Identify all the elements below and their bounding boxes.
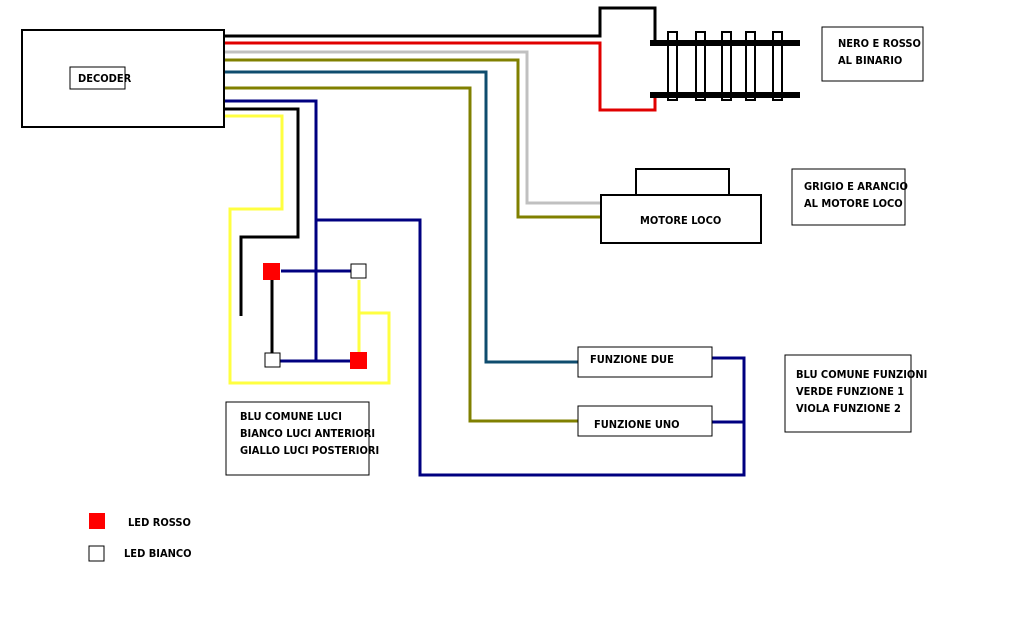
orange-wire-motor [222, 58, 600, 219]
lights-note-line1: BLU COMUNE LUCI [240, 410, 342, 423]
navy-wire-common [222, 99, 318, 361]
lights-note-line3: GIALLO LUCI POSTERIORI [240, 444, 379, 457]
legend-red-led-swatch [89, 513, 105, 529]
yellow-wire-rear-lights [222, 114, 391, 385]
funzione-due-box [577, 346, 713, 378]
legend-red-led-label: LED ROSSO [128, 516, 191, 529]
track-note-box [821, 26, 924, 82]
motor-label: MOTORE LOCO [640, 214, 721, 227]
motor-note-line1: GRIGIO E ARANCIO [804, 180, 908, 193]
track-note-line2: AL BINARIO [838, 54, 902, 67]
led-white-rear [264, 352, 281, 368]
led-red-rear [350, 352, 367, 369]
led-white-front [350, 263, 367, 279]
motor-top-block [635, 168, 730, 196]
legend-white-led-swatch [88, 545, 105, 562]
decoder-label-box [69, 66, 126, 90]
grey-wire-motor [222, 50, 600, 205]
funzione-uno-box [577, 405, 713, 437]
motor-note-box [791, 168, 906, 226]
motor-note-line2: AL MOTORE LOCO [804, 197, 903, 210]
functions-note-line1: BLU COMUNE FUNZIONI [796, 368, 927, 381]
black-wire-track [222, 6, 657, 42]
decoder-label: DECODER [78, 72, 132, 85]
olive-wire-funzione-uno [222, 86, 578, 423]
funzione-uno-label: FUNZIONE UNO [594, 418, 680, 431]
motor-box [600, 194, 762, 244]
track-note-line1: NERO E ROSSO [838, 37, 921, 50]
lights-note-line2: BIANCO LUCI ANTERIORI [240, 427, 375, 440]
functions-note-line3: VIOLA FUNZIONE 2 [796, 402, 901, 415]
funzione-due-label: FUNZIONE DUE [590, 353, 674, 366]
blue-wire-funzione-due [222, 70, 578, 364]
functions-note-line2: VERDE FUNZIONE 1 [796, 385, 904, 398]
red-wire-track [222, 41, 657, 112]
navy-wire-common-functions [316, 218, 746, 477]
black-wire-front-lights [222, 107, 300, 316]
legend-white-led-label: LED BIANCO [124, 547, 192, 560]
functions-note-box [784, 354, 912, 433]
led-red-front [263, 263, 280, 280]
lights-note-box [225, 401, 370, 476]
track-icon [650, 31, 800, 101]
